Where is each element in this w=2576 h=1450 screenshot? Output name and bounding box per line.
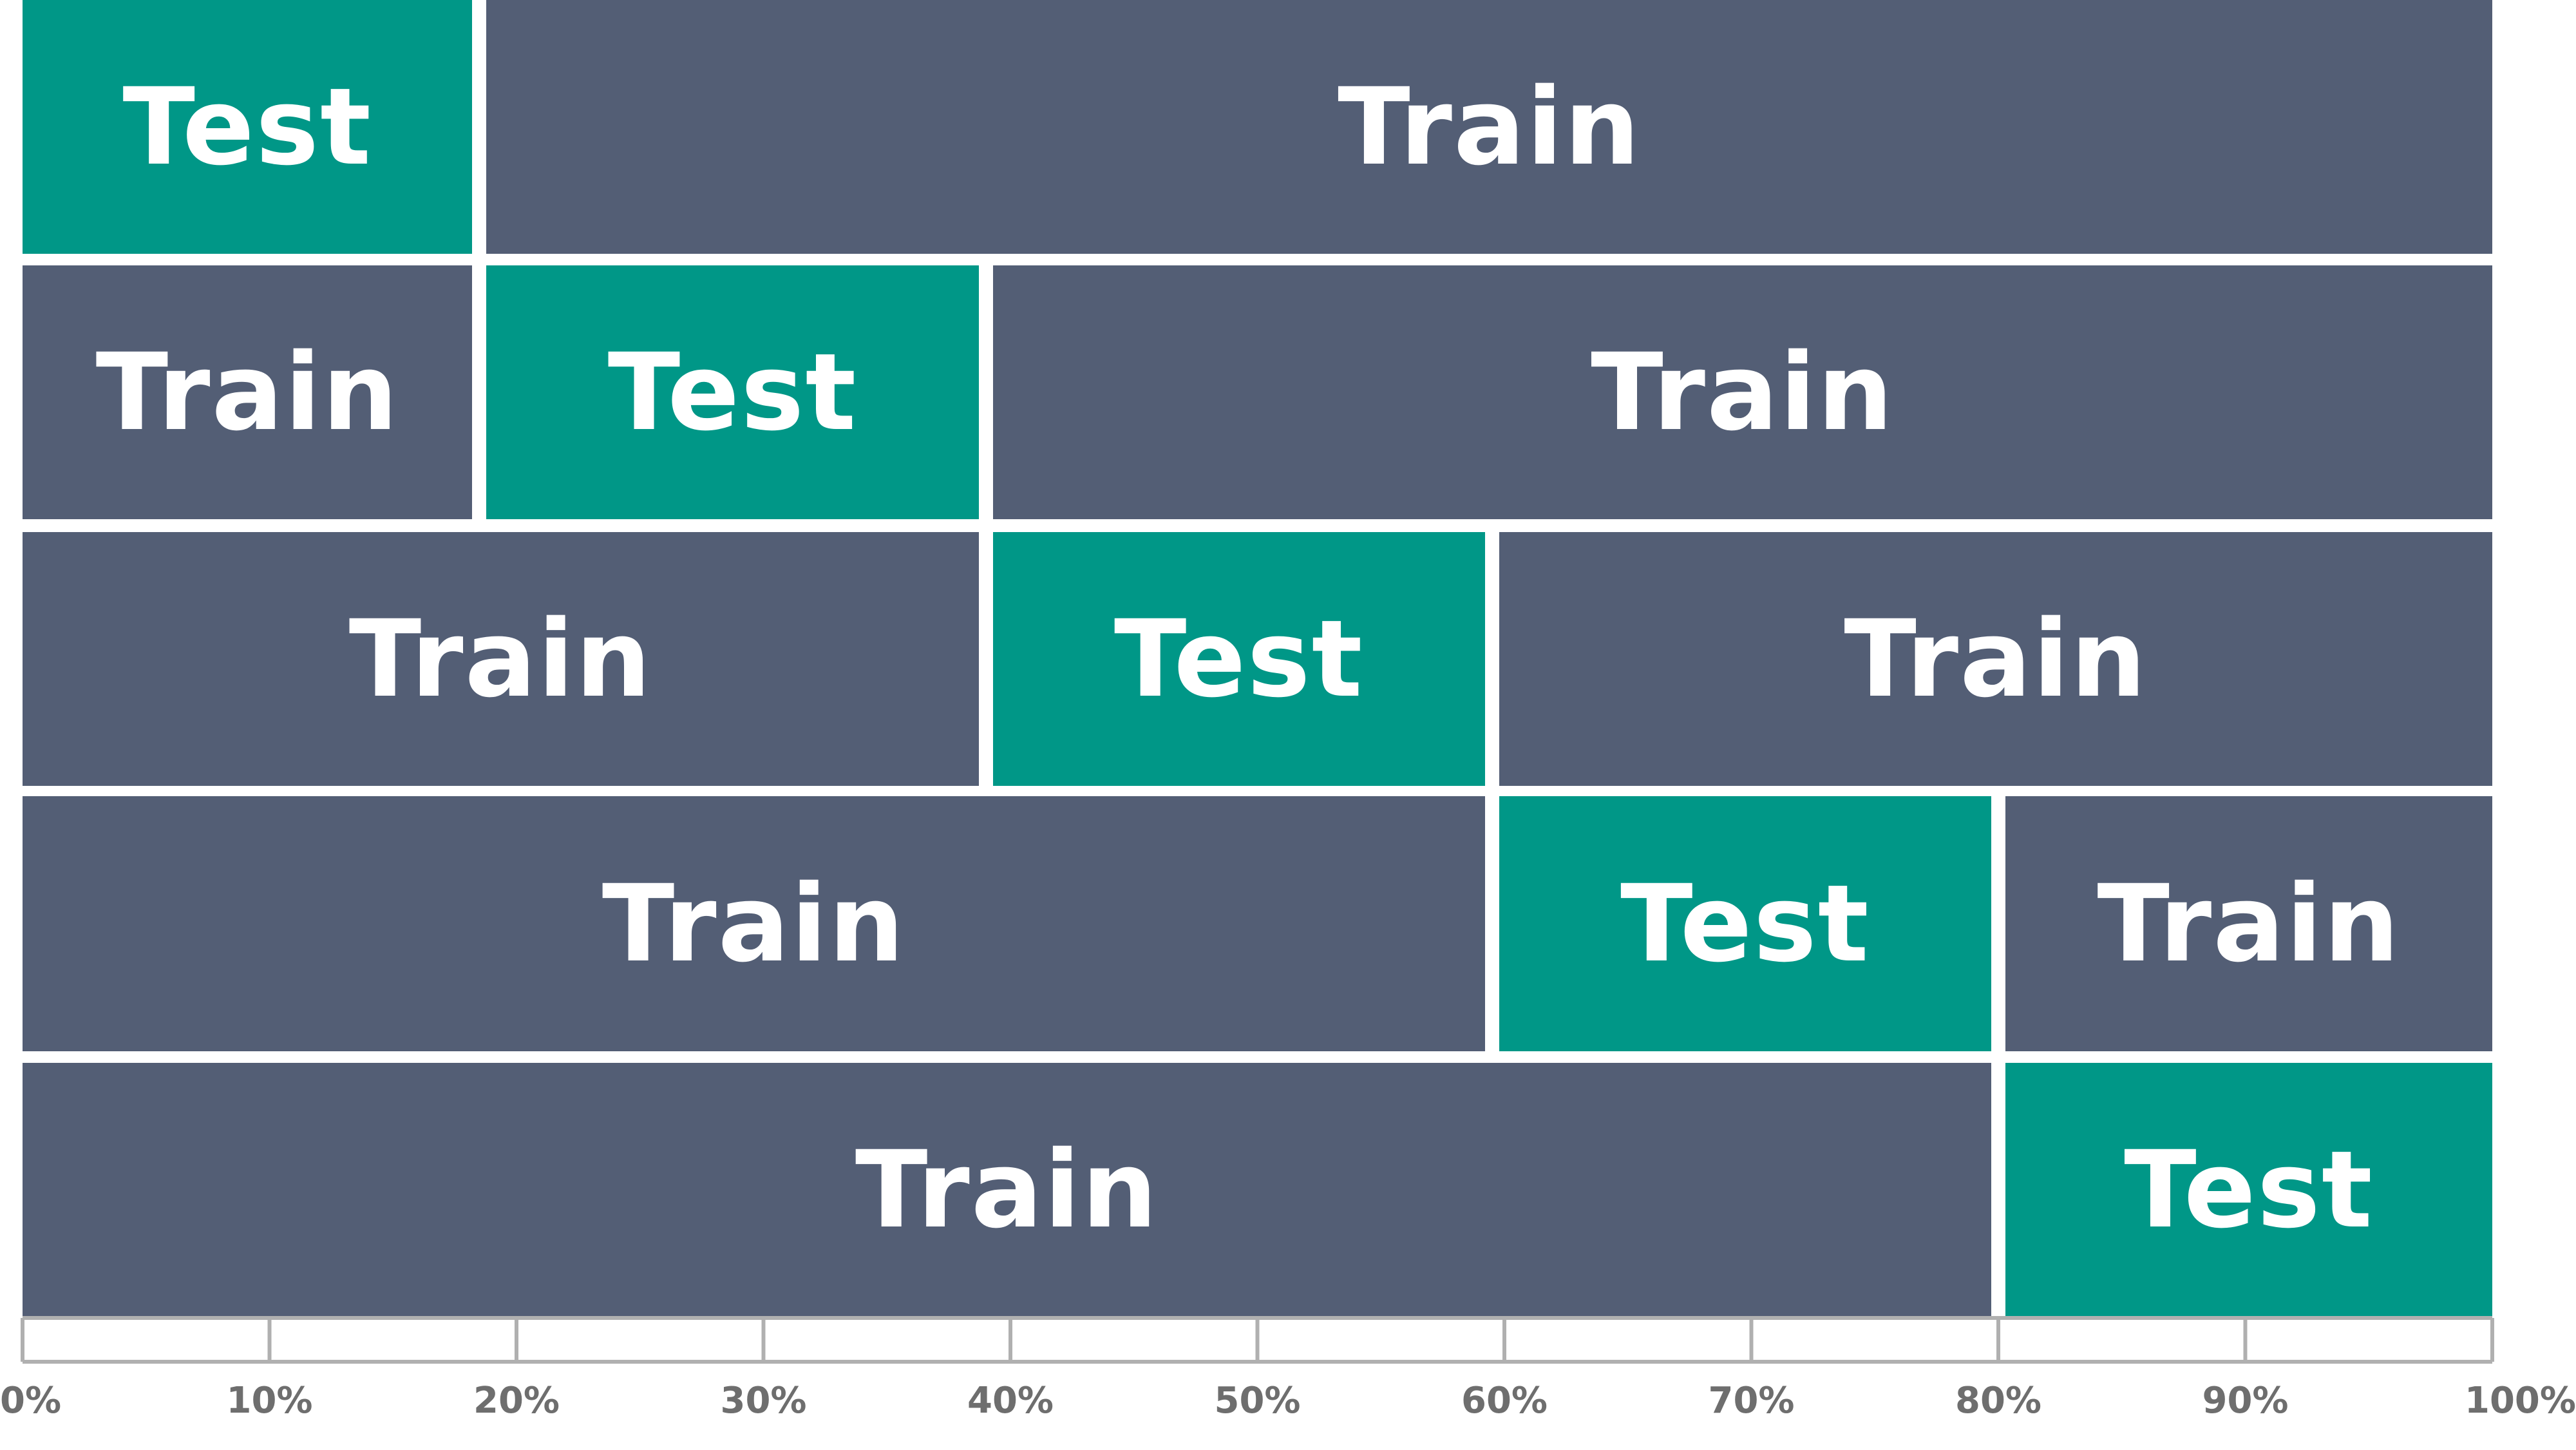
fold-3-train-label: Train bbox=[1844, 596, 2148, 721]
fold-1-test-label: Test bbox=[122, 64, 373, 189]
fold-1-train-segment: Train bbox=[486, 0, 2492, 254]
fold-3-train-segment: Train bbox=[1499, 532, 2492, 786]
fold-2-train-label: Train bbox=[95, 330, 399, 454]
fold-4-test-segment: Test bbox=[1499, 796, 1991, 1051]
fold-4-test-label: Test bbox=[1620, 861, 1870, 986]
fold-1-test-segment: Test bbox=[23, 0, 473, 254]
axis-tick-label-30: 30% bbox=[720, 1380, 807, 1422]
fold-4-train-label: Train bbox=[601, 861, 905, 986]
axis-tick-label-80: 80% bbox=[1955, 1380, 2042, 1422]
fold-5-test-segment: Test bbox=[2005, 1063, 2492, 1317]
fold-2-train-label: Train bbox=[1591, 330, 1895, 454]
fold-3-train-label: Train bbox=[348, 596, 652, 721]
axis-tick-label-100: 100% bbox=[2464, 1380, 2576, 1422]
fold-4-train-segment: Train bbox=[23, 796, 1485, 1051]
fold-3-train-segment: Train bbox=[23, 532, 979, 786]
fold-2-test-segment: Test bbox=[486, 265, 979, 519]
fold-3-test-label: Test bbox=[1113, 596, 1364, 721]
axis-tick-label-0: 0% bbox=[0, 1380, 62, 1422]
axis-tick-label-40: 40% bbox=[967, 1380, 1054, 1422]
fold-5-train-segment: Train bbox=[23, 1063, 1991, 1317]
axis-tick-label-50: 50% bbox=[1214, 1380, 1301, 1422]
fold-5-test-label: Test bbox=[2124, 1127, 2374, 1252]
fold-4-train-segment: Train bbox=[2005, 796, 2492, 1051]
fold-2-train-segment: Train bbox=[992, 265, 2492, 519]
axis-tick-label-70: 70% bbox=[1708, 1380, 1795, 1422]
axis-tick-label-10: 10% bbox=[226, 1380, 313, 1422]
axis-tick-label-20: 20% bbox=[473, 1380, 560, 1422]
fold-4-train-label: Train bbox=[2097, 861, 2401, 986]
fold-1-train-label: Train bbox=[1338, 64, 1642, 189]
fold-2-train-segment: Train bbox=[23, 265, 473, 519]
axis-tick-label-90: 90% bbox=[2202, 1380, 2289, 1422]
axis-tick-label-60: 60% bbox=[1461, 1380, 1548, 1422]
fold-2-test-label: Test bbox=[607, 330, 858, 454]
fold-5-train-label: Train bbox=[855, 1127, 1159, 1252]
fold-3-test-segment: Test bbox=[992, 532, 1485, 786]
